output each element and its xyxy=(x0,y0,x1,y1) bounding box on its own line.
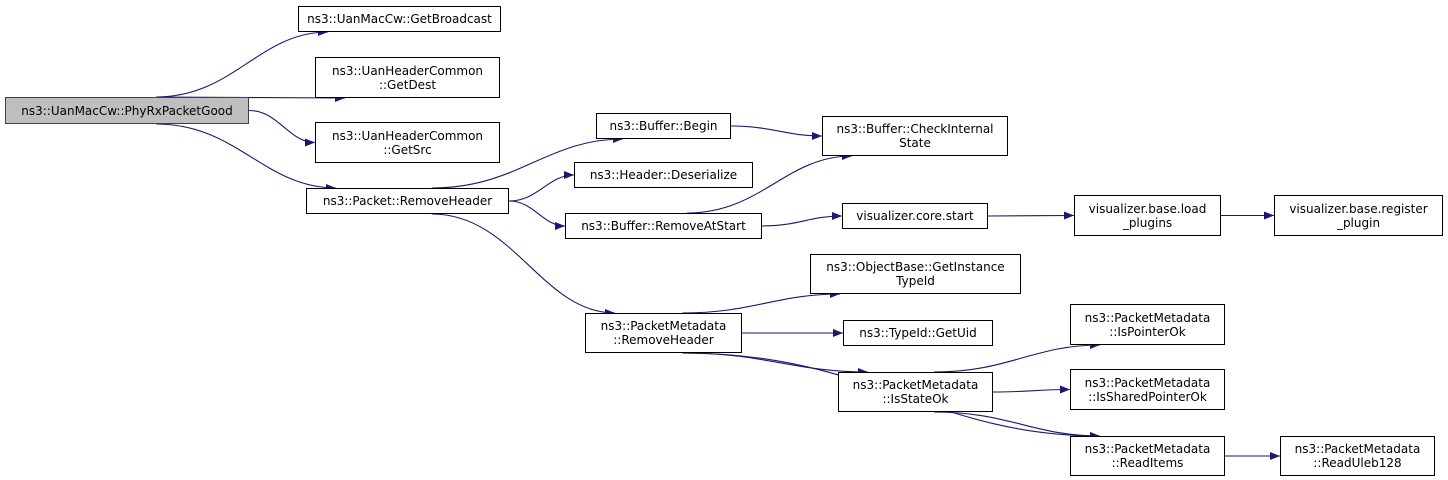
node-label: visualizer.core.start xyxy=(856,209,974,223)
edge-buf-removeatstart-to-viz-core-start xyxy=(761,212,843,227)
node-label: TypeId xyxy=(896,274,935,288)
edge-pkt-removeheader-to-buf-removeatstart xyxy=(508,200,566,230)
node-label: _plugin xyxy=(1336,215,1381,230)
edge-pm-removeheader-to-pm-isstateok xyxy=(682,352,869,376)
node-label: ns3::ObjectBase::GetInstance xyxy=(826,260,1005,274)
node-label: ns3::UanMacCw::PhyRxPacketGood xyxy=(21,103,233,118)
node-label: ns3::Buffer::CheckInternal xyxy=(836,122,994,136)
edge-buf-begin-to-buf-checkinternal xyxy=(730,125,823,140)
node-label: ns3::PacketMetadata xyxy=(1084,375,1211,390)
node-label: ns3::Header::Deserialize xyxy=(589,168,738,182)
node-label: ns3::Packet::RemoveHeader xyxy=(322,194,493,208)
node-pm-isstateok[interactable]: ns3::PacketMetadata::IsStateOk xyxy=(838,372,993,412)
node-label: ns3::PacketMetadata xyxy=(1294,442,1421,456)
node-pm-readuleb128[interactable]: ns3::PacketMetadata::ReadUleb128 xyxy=(1280,436,1435,476)
node-label: State xyxy=(899,136,931,150)
node-pm-readitems[interactable]: ns3::PacketMetadata::ReadItems xyxy=(1070,436,1225,476)
edge-pkt-removeheader-to-pm-removeheader xyxy=(431,213,616,317)
node-label: ::IsPointerOk xyxy=(1109,324,1186,339)
node-pm-removeheader[interactable]: ns3::PacketMetadata::RemoveHeader xyxy=(585,313,742,353)
node-label: ::GetSrc xyxy=(383,142,432,157)
node-label: ns3::Buffer::RemoveAtStart xyxy=(581,219,746,233)
node-pm-issharedpointerok[interactable]: ns3::PacketMetadata::IsSharedPointerOk xyxy=(1070,369,1225,410)
edge-viz-core-start-to-viz-load-plugins xyxy=(987,211,1075,220)
node-label: ::ReadItems xyxy=(1111,456,1184,470)
edge-pm-removeheader-to-ob-getinstancetypeid xyxy=(682,290,841,314)
node-typeid-getuid[interactable]: ns3::TypeId::GetUid xyxy=(843,320,993,346)
node-pm-ispointerok[interactable]: ns3::PacketMetadata::IsPointerOk xyxy=(1070,304,1225,345)
edge-buf-removeatstart-to-buf-checkinternal xyxy=(687,152,853,214)
node-label: ::GetDest xyxy=(378,77,437,92)
edge-pm-isstateok-to-pm-readitems xyxy=(934,411,1101,440)
node-label: ns3::TypeId::GetUid xyxy=(859,326,977,340)
node-label: _plugins xyxy=(1122,215,1173,230)
node-getdest[interactable]: ns3::UanHeaderCommon::GetDest xyxy=(315,57,500,98)
node-buf-begin[interactable]: ns3::Buffer::Begin xyxy=(596,113,731,139)
edge-root-to-pkt-removeheader xyxy=(156,123,337,192)
node-label: ::ReadUleb128 xyxy=(1313,456,1402,470)
node-hdr-deserialize[interactable]: ns3::Header::Deserialize xyxy=(574,162,753,188)
node-pkt-removeheader[interactable]: ns3::Packet::RemoveHeader xyxy=(306,188,509,214)
node-getbroadcast[interactable]: ns3::UanMacCw::GetBroadcast xyxy=(298,6,501,32)
node-label: visualizer.base.load xyxy=(1088,201,1207,216)
node-label: ::RemoveHeader xyxy=(613,333,714,347)
edge-pkt-removeheader-to-buf-begin xyxy=(431,135,624,189)
node-label: ns3::PacketMetadata xyxy=(1084,442,1211,456)
edge-root-to-getbroadcast xyxy=(156,28,329,98)
node-label: ns3::UanHeaderCommon xyxy=(331,63,484,78)
edge-pm-isstateok-to-pm-ispointerok xyxy=(934,341,1101,373)
node-label: ns3::Buffer::Begin xyxy=(609,119,718,133)
node-viz-load-plugins[interactable]: visualizer.base.load_plugins xyxy=(1074,195,1221,236)
node-label: ns3::PacketMetadata xyxy=(852,378,979,392)
edge-pm-isstateok-to-pm-issharedpointerok xyxy=(992,385,1071,394)
node-viz-core-start[interactable]: visualizer.core.start xyxy=(842,203,988,229)
node-root: ns3::UanMacCw::PhyRxPacketGood xyxy=(5,97,249,124)
edge-pkt-removeheader-to-hdr-deserialize xyxy=(508,171,575,202)
node-buf-removeatstart[interactable]: ns3::Buffer::RemoveAtStart xyxy=(565,213,762,239)
node-label: ::IsSharedPointerOk xyxy=(1088,389,1207,404)
node-label: ::IsStateOk xyxy=(882,392,949,406)
node-viz-register-plugin[interactable]: visualizer.base.register_plugin xyxy=(1274,195,1443,236)
node-label: ns3::PacketMetadata xyxy=(1084,310,1211,325)
node-label: ns3::UanHeaderCommon xyxy=(331,128,484,143)
node-getsrc[interactable]: ns3::UanHeaderCommon::GetSrc xyxy=(315,122,500,163)
edge-root-to-getsrc xyxy=(248,109,316,147)
node-label: visualizer.base.register xyxy=(1289,201,1428,216)
node-label: ns3::UanMacCw::GetBroadcast xyxy=(307,12,492,26)
node-label: ns3::PacketMetadata xyxy=(600,319,727,333)
